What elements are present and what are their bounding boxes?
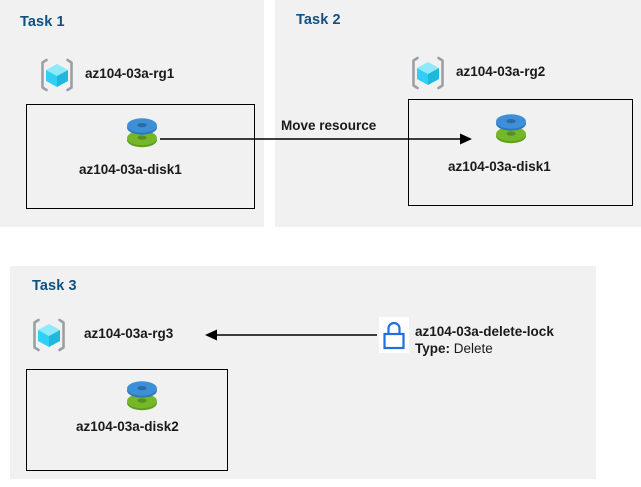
resource-group-cube-icon: [30, 316, 68, 354]
task-3-title: Task 3: [32, 278, 77, 294]
resource-disk-1-label: az104-03a-disk1: [79, 162, 182, 177]
resource-disk-2-label: az104-03a-disk1: [448, 159, 551, 174]
task-3-resource-box: [26, 369, 228, 471]
delete-lock-arrow: [205, 329, 377, 341]
resource-group-cube-icon: [409, 54, 447, 92]
resource-group-1-label: az104-03a-rg1: [85, 66, 175, 81]
managed-disk-icon: [489, 107, 533, 151]
resource-group-cube-icon: [38, 56, 76, 94]
managed-disk-icon: [120, 374, 164, 418]
delete-lock-type-row: Type: Delete: [415, 341, 493, 356]
resource-group-3-label: az104-03a-rg3: [84, 326, 174, 341]
delete-lock-name-label: az104-03a-delete-lock: [415, 324, 554, 339]
padlock-icon: [379, 317, 409, 353]
managed-disk-icon: [120, 111, 164, 155]
task-2-title: Task 2: [296, 12, 341, 28]
resource-group-2-label: az104-03a-rg2: [456, 64, 546, 79]
resource-disk-3-label: az104-03a-disk2: [76, 419, 179, 434]
move-resource-label: Move resource: [281, 118, 377, 133]
delete-lock-type-value: Delete: [453, 341, 493, 356]
task-1-title: Task 1: [20, 14, 65, 30]
delete-lock-type-key: Type:: [415, 341, 451, 356]
move-resource-arrow: [160, 133, 472, 145]
